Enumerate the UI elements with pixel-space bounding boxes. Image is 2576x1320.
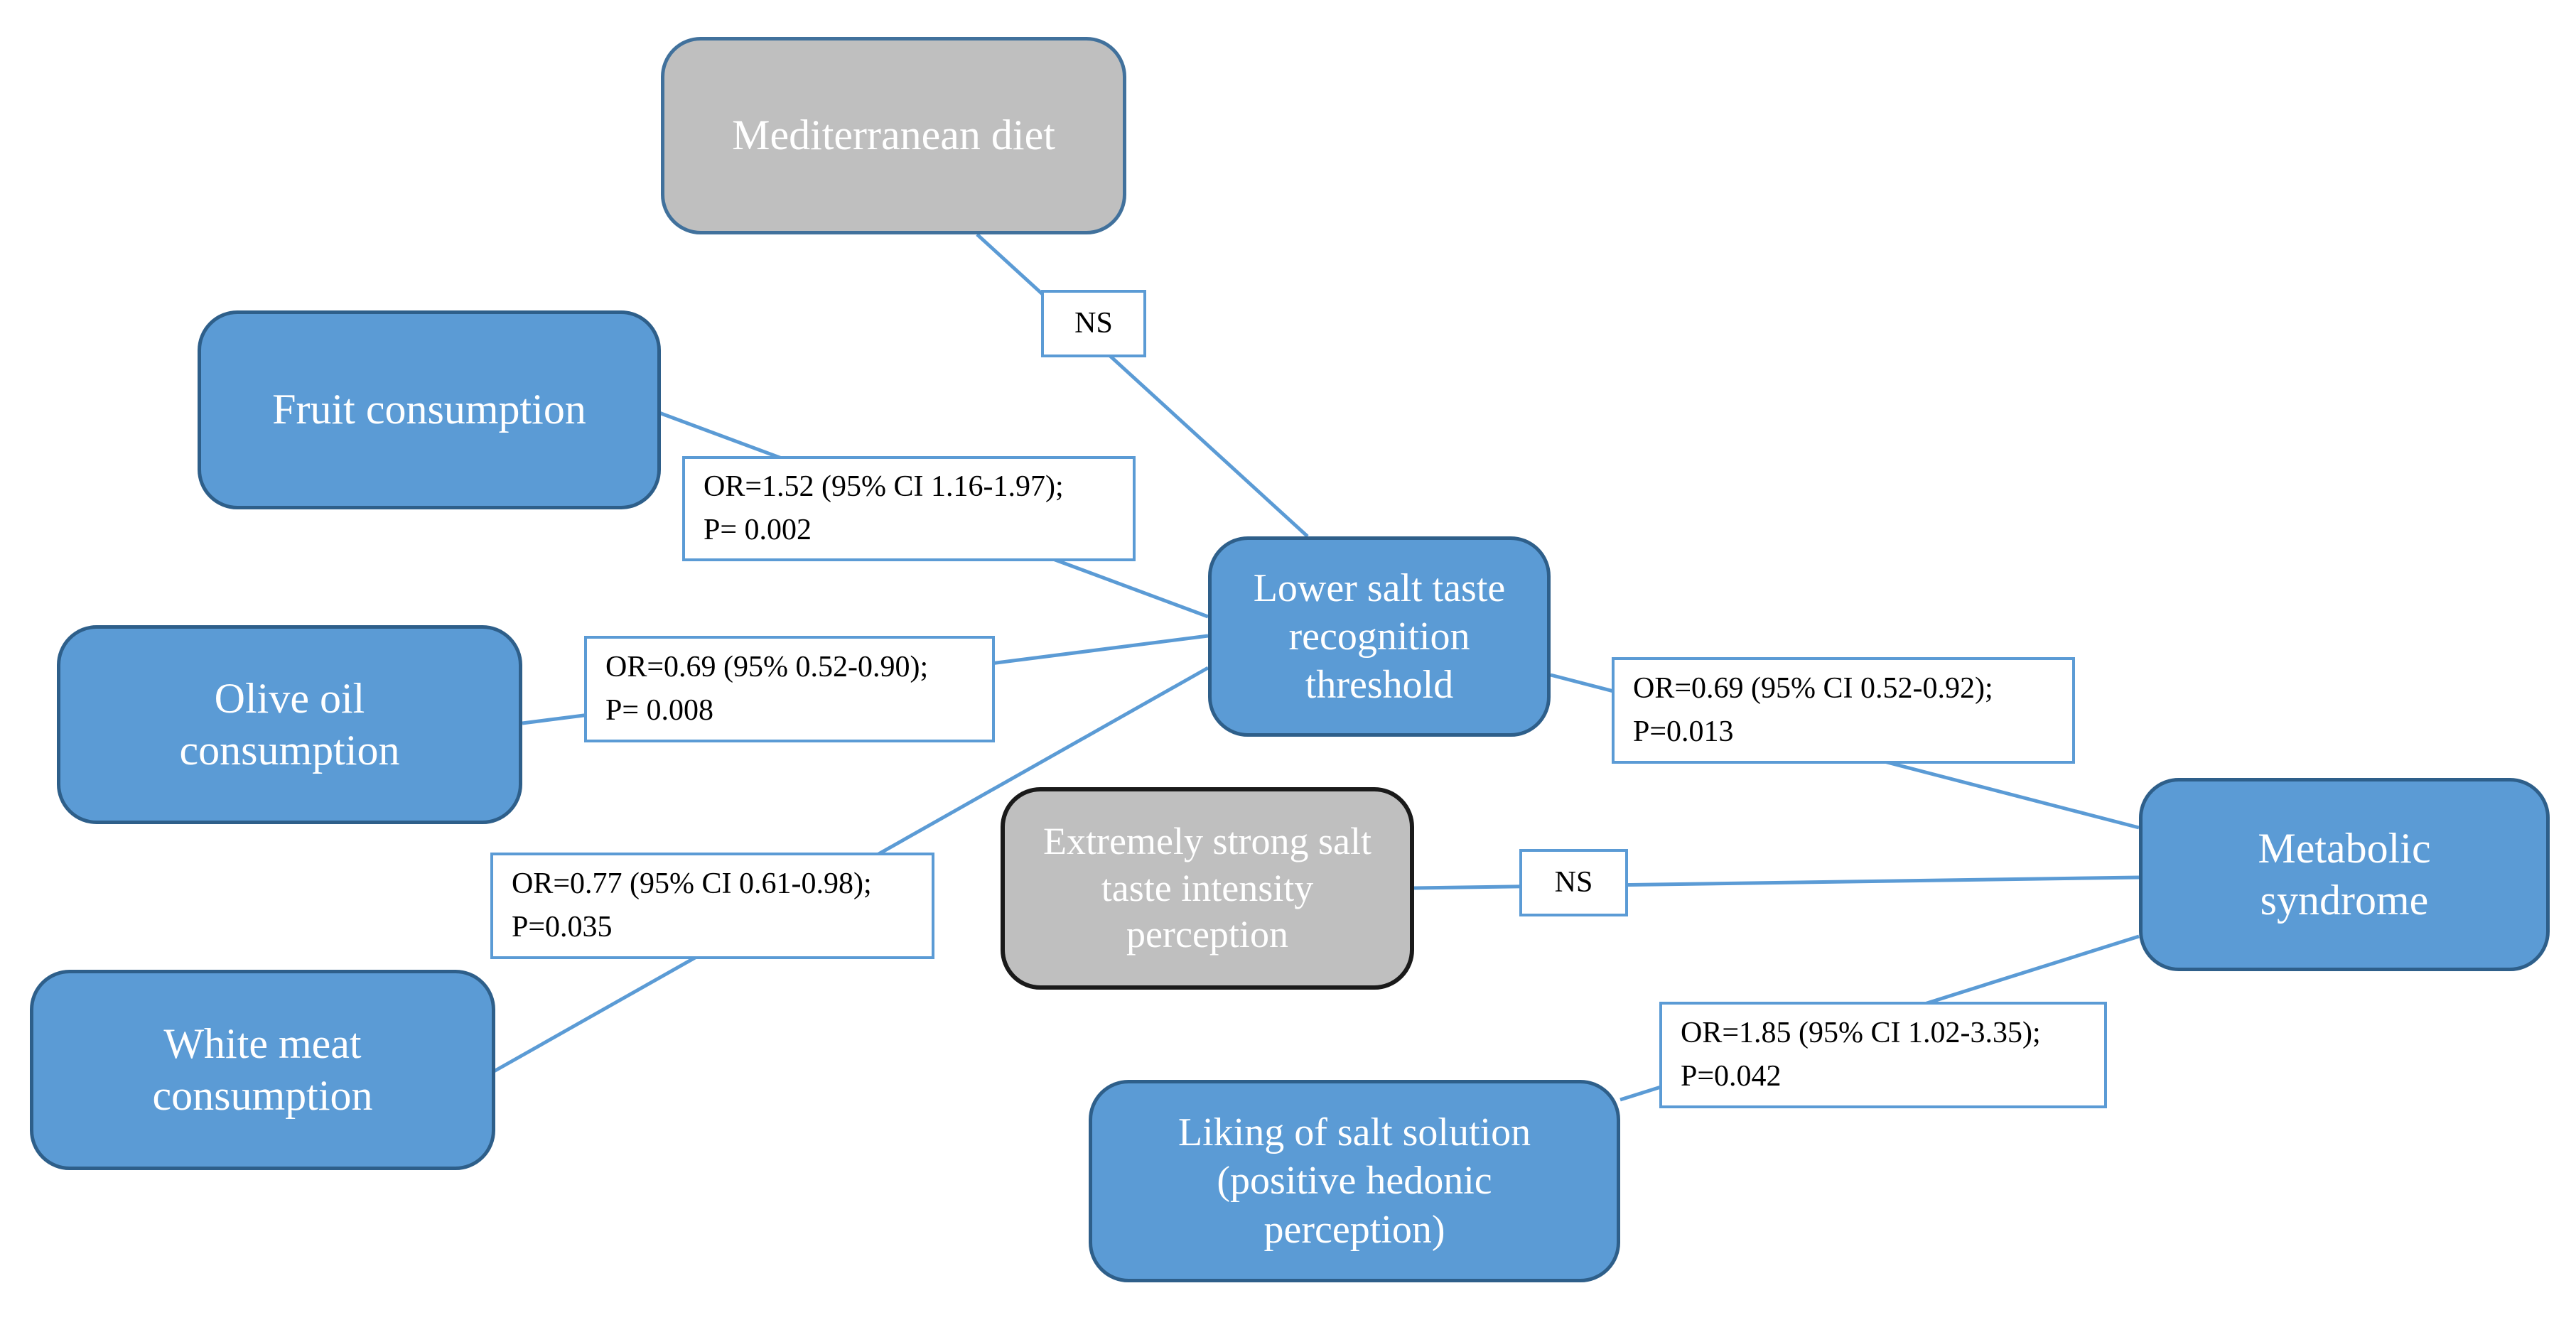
label-olive-or: OR=0.69 (95% 0.52-0.90); P= 0.008 <box>584 636 995 742</box>
node-metabolic-syndrome-label: Metabolic syndrome <box>2258 824 2431 924</box>
label-ns-mediterranean: NS <box>1041 290 1146 357</box>
label-ns-extreme-text: NS <box>1554 866 1593 899</box>
connector-mediterranean-threshold <box>976 233 1309 538</box>
label-ns-mediterranean-text: NS <box>1074 307 1113 340</box>
node-olive-oil-consumption-label: Olive oil consumption <box>179 674 400 774</box>
label-ns-extreme: NS <box>1519 849 1628 916</box>
node-fruit-consumption: Fruit consumption <box>198 310 661 509</box>
label-threshold-metabolic-or-text: OR=0.69 (95% CI 0.52-0.92); P=0.013 <box>1633 672 1993 748</box>
node-fruit-consumption-label: Fruit consumption <box>272 386 586 433</box>
node-extremely-strong-salt: Extremely strong salt taste intensity pe… <box>1001 787 1414 990</box>
node-olive-oil-consumption: Olive oil consumption <box>57 625 522 824</box>
node-lower-salt-threshold-label: Lower salt taste recognition threshold <box>1253 566 1506 708</box>
node-white-meat-consumption-label: White meat consumption <box>152 1019 373 1119</box>
node-extremely-strong-salt-label: Extremely strong salt taste intensity pe… <box>1043 819 1371 956</box>
label-white-meat-or: OR=0.77 (95% CI 0.61-0.98); P=0.035 <box>490 853 934 959</box>
node-mediterranean-diet: Mediterranean diet <box>661 37 1126 234</box>
label-white-meat-or-text: OR=0.77 (95% CI 0.61-0.98); P=0.035 <box>512 867 872 943</box>
node-lower-salt-threshold: Lower salt taste recognition threshold <box>1208 536 1551 737</box>
label-liking-or: OR=1.85 (95% CI 1.02-3.35); P=0.042 <box>1659 1002 2107 1108</box>
label-fruit-or-text: OR=1.52 (95% CI 1.16-1.97); P= 0.002 <box>704 470 1064 546</box>
node-liking-salt-solution: Liking of salt solution (positive hedoni… <box>1089 1080 1620 1282</box>
node-mediterranean-diet-label: Mediterranean diet <box>732 112 1055 159</box>
label-threshold-metabolic-or: OR=0.69 (95% CI 0.52-0.92); P=0.013 <box>1612 657 2075 764</box>
node-white-meat-consumption: White meat consumption <box>30 970 495 1170</box>
node-metabolic-syndrome: Metabolic syndrome <box>2139 778 2550 971</box>
label-fruit-or: OR=1.52 (95% CI 1.16-1.97); P= 0.002 <box>682 456 1136 561</box>
node-liking-salt-solution-label: Liking of salt solution (positive hedoni… <box>1177 1110 1531 1252</box>
label-olive-or-text: OR=0.69 (95% 0.52-0.90); P= 0.008 <box>605 651 929 727</box>
label-liking-or-text: OR=1.85 (95% CI 1.02-3.35); P=0.042 <box>1681 1017 2041 1093</box>
